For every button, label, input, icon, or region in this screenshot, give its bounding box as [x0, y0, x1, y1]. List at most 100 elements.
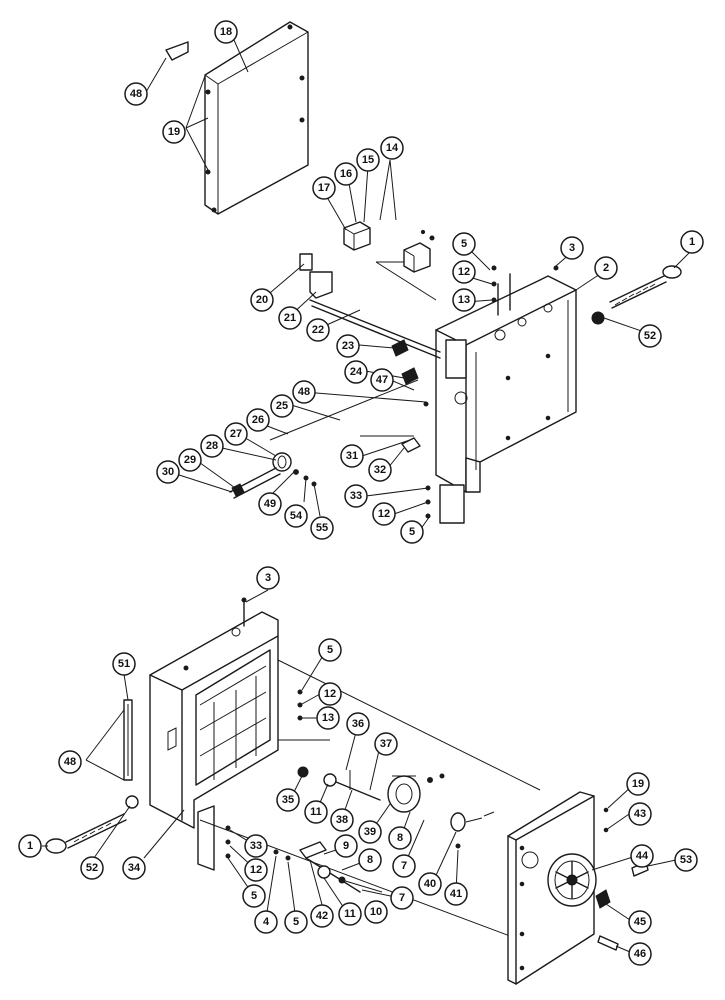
svg-text:40: 40 — [424, 878, 436, 890]
callout-55: 55 — [310, 516, 334, 540]
callout-13-lower: 13 — [316, 706, 340, 730]
svg-text:31: 31 — [346, 450, 358, 462]
svg-text:13: 13 — [458, 294, 470, 306]
callout-7-lower: 7 — [392, 854, 416, 878]
svg-text:12: 12 — [324, 688, 336, 700]
svg-text:42: 42 — [316, 910, 328, 922]
callout-18: 18 — [214, 20, 238, 44]
svg-text:22: 22 — [312, 324, 324, 336]
callout-46: 46 — [628, 942, 652, 966]
svg-text:4: 4 — [263, 916, 270, 928]
callout-48-upper-2: 48 — [292, 380, 316, 404]
callout-16: 16 — [334, 162, 358, 186]
svg-text:17: 17 — [318, 182, 330, 194]
svg-text:46: 46 — [634, 948, 646, 960]
svg-text:20: 20 — [256, 294, 268, 306]
callout-43: 43 — [628, 802, 652, 826]
callout-45: 45 — [628, 910, 652, 934]
svg-text:5: 5 — [251, 890, 257, 902]
callout-23: 23 — [336, 334, 360, 358]
callout-1-upper: 1 — [680, 230, 704, 254]
callout-53: 53 — [674, 848, 698, 872]
svg-text:33: 33 — [350, 490, 362, 502]
callout-28: 28 — [200, 434, 224, 458]
svg-text:10: 10 — [370, 906, 382, 918]
svg-text:5: 5 — [293, 916, 299, 928]
svg-text:36: 36 — [352, 718, 364, 730]
callout-5-upper: 5 — [452, 232, 476, 256]
gearbox-housing — [435, 273, 577, 524]
callout-5-upper-2: 5 — [400, 520, 424, 544]
svg-text:24: 24 — [350, 366, 363, 378]
svg-text:5: 5 — [327, 644, 333, 656]
callout-21: 21 — [278, 306, 302, 330]
svg-text:3: 3 — [569, 242, 575, 254]
callout-9: 9 — [334, 834, 358, 858]
callout-19-lower: 19 — [626, 772, 650, 796]
cover-plate — [165, 21, 309, 215]
svg-text:52: 52 — [86, 862, 98, 874]
svg-text:52: 52 — [644, 330, 656, 342]
svg-text:29: 29 — [184, 454, 196, 466]
callout-29: 29 — [178, 448, 202, 472]
svg-text:19: 19 — [632, 778, 644, 790]
svg-text:30: 30 — [162, 466, 174, 478]
switch-parts — [343, 221, 437, 301]
svg-text:7: 7 — [399, 892, 405, 904]
callout-51: 51 — [112, 652, 136, 676]
svg-text:44: 44 — [636, 850, 649, 862]
callout-48-lower: 48 — [58, 750, 82, 774]
callout-15: 15 — [356, 148, 380, 172]
svg-text:9: 9 — [343, 840, 349, 852]
callout-42: 42 — [310, 904, 334, 928]
svg-text:45: 45 — [634, 916, 646, 928]
callout-34: 34 — [122, 856, 146, 880]
svg-text:1: 1 — [27, 840, 33, 852]
svg-text:16: 16 — [340, 168, 352, 180]
svg-text:54: 54 — [290, 510, 303, 522]
svg-text:15: 15 — [362, 154, 374, 166]
callout-8-lower-2: 8 — [358, 848, 382, 872]
svg-text:5: 5 — [409, 526, 415, 538]
svg-text:35: 35 — [282, 794, 294, 806]
svg-text:53: 53 — [680, 854, 692, 866]
svg-text:48: 48 — [130, 88, 142, 100]
svg-text:19: 19 — [168, 126, 180, 138]
callout-37: 37 — [374, 732, 398, 756]
svg-text:13: 13 — [322, 712, 334, 724]
callout-1-lower: 1 — [18, 834, 42, 858]
callout-4: 4 — [254, 910, 278, 934]
callout-11-lower: 11 — [304, 800, 328, 824]
svg-text:3: 3 — [265, 572, 271, 584]
svg-text:1: 1 — [689, 236, 695, 248]
svg-text:2: 2 — [603, 262, 609, 274]
callout-11-lower-2: 11 — [338, 902, 362, 926]
callout-35: 35 — [276, 788, 300, 812]
callout-22: 22 — [306, 318, 330, 342]
svg-text:14: 14 — [386, 142, 399, 154]
callout-14: 14 — [380, 136, 404, 160]
callout-30: 30 — [156, 460, 180, 484]
svg-text:37: 37 — [380, 738, 392, 750]
callout-33-upper: 33 — [344, 484, 368, 508]
svg-text:32: 32 — [374, 464, 386, 476]
vertical-bar — [123, 699, 133, 781]
svg-text:33: 33 — [250, 840, 262, 852]
callout-48-upper: 48 — [124, 82, 148, 106]
eye-bolt-upper — [591, 265, 682, 325]
svg-text:41: 41 — [450, 888, 462, 900]
callout-19-upper: 19 — [162, 120, 186, 144]
callout-3-upper: 3 — [560, 236, 584, 260]
svg-text:48: 48 — [298, 386, 310, 398]
callout-8-lower: 8 — [388, 826, 412, 850]
callout-31: 31 — [340, 444, 364, 468]
callout-44: 44 — [630, 844, 654, 868]
callout-25: 25 — [270, 394, 294, 418]
callout-24: 24 — [344, 360, 368, 384]
svg-text:28: 28 — [206, 440, 218, 452]
svg-text:12: 12 — [250, 864, 262, 876]
svg-text:11: 11 — [344, 908, 356, 920]
callout-27: 27 — [224, 422, 248, 446]
gear-shaft — [297, 766, 495, 849]
